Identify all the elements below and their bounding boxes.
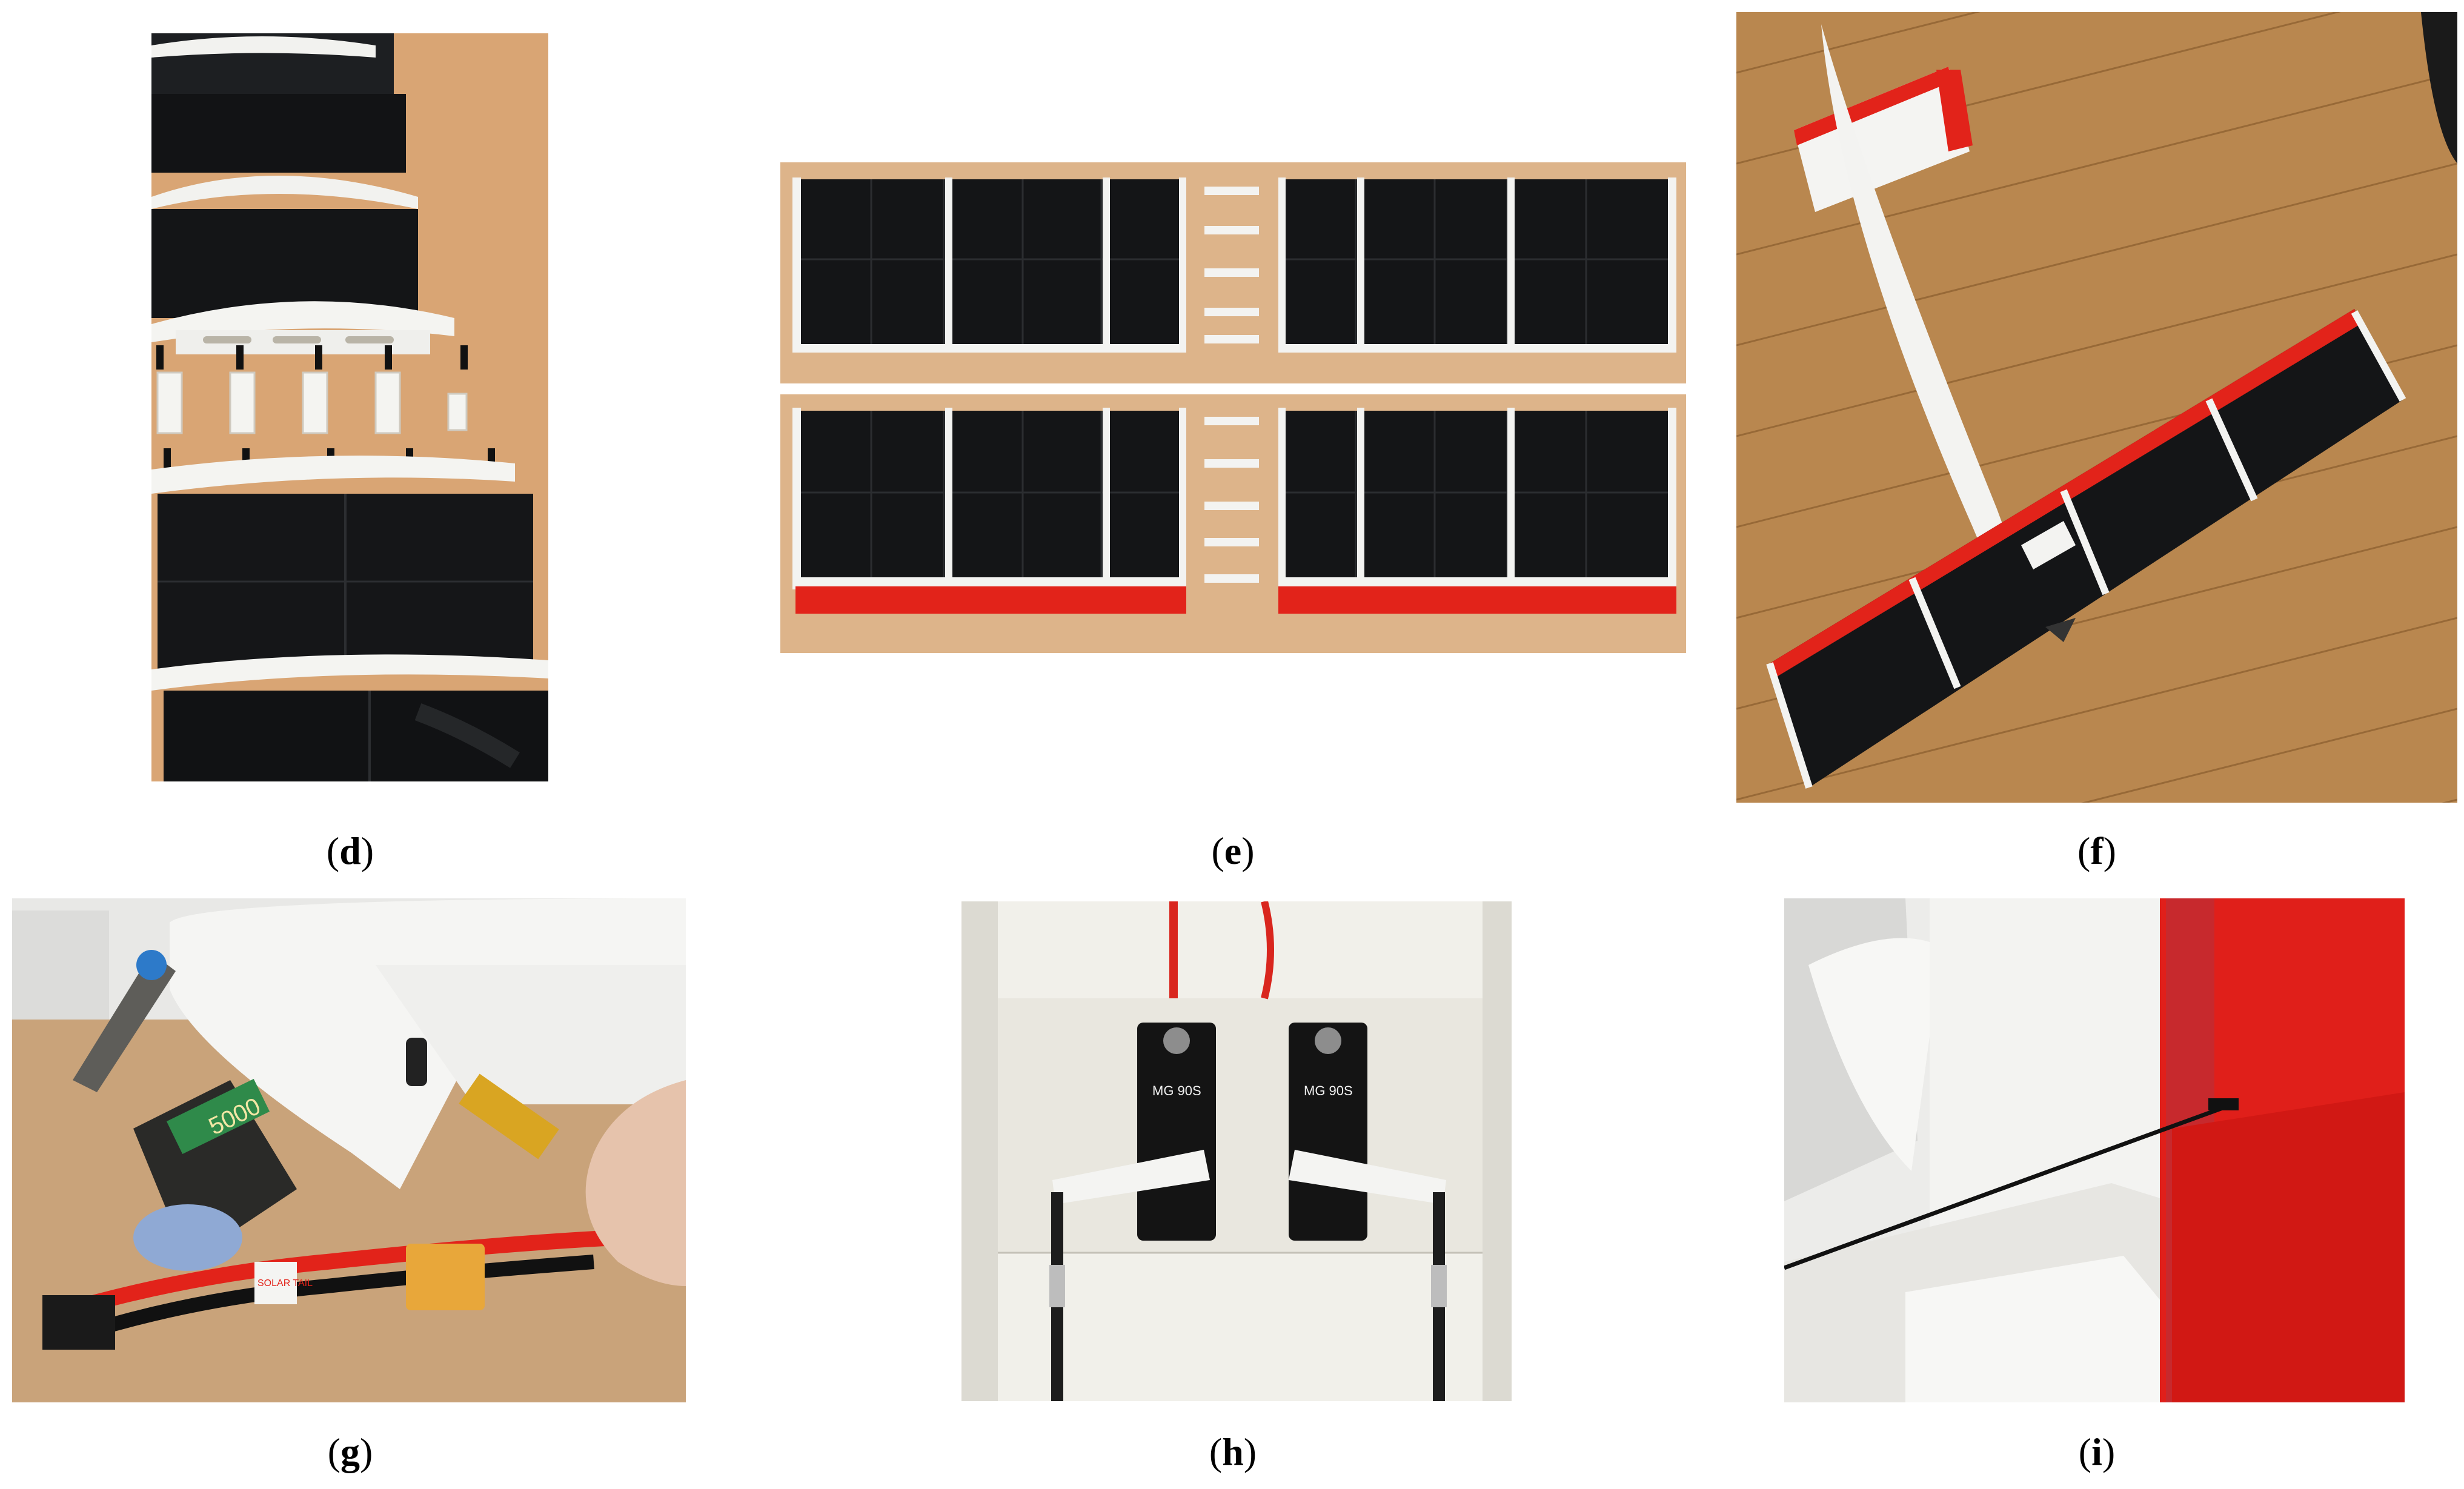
caption-g-letter: g [340, 1430, 360, 1473]
caption-f-letter: f [2090, 829, 2104, 872]
tape-label-text: SOLAR TAIL [257, 1278, 313, 1288]
caption-e: (e) [1211, 829, 1255, 872]
photo-e-wing-layout [780, 162, 1686, 653]
caption-d-letter: d [339, 829, 361, 872]
photo-d-wing-assembly [151, 33, 548, 781]
photo-f-assembled-aircraft [1736, 12, 2457, 803]
photo-h-tail-servos: MG 90S MG 90S [961, 901, 1512, 1401]
photo-g-battery-and-esc: 5000 SOLAR TAIL [12, 898, 686, 1402]
caption-i-letter: i [2091, 1430, 2102, 1473]
servo-right-label: MG 90S [1304, 1083, 1353, 1098]
caption-e-letter: e [1224, 829, 1242, 872]
caption-d: (d) [326, 829, 374, 872]
servo-left-label: MG 90S [1152, 1083, 1201, 1098]
photo-i-rudder-linkage [1784, 898, 2405, 1402]
caption-i: (i) [2078, 1430, 2116, 1473]
caption-f: (f) [2077, 829, 2116, 872]
caption-h: (h) [1209, 1430, 1257, 1473]
caption-g: (g) [327, 1430, 373, 1473]
caption-h-letter: h [1222, 1430, 1244, 1473]
